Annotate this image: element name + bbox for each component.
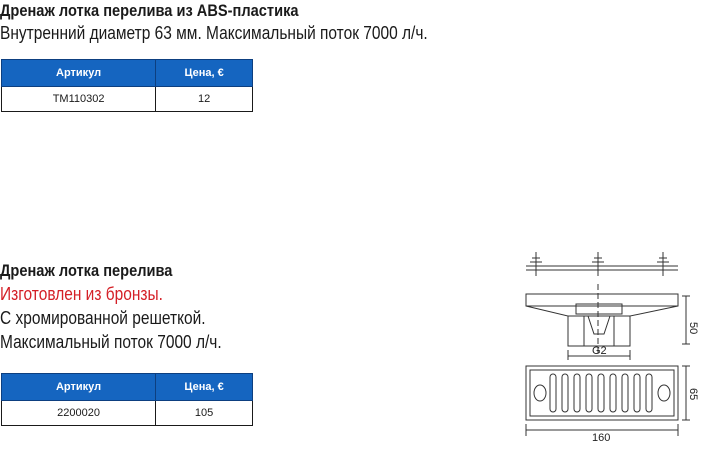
cell-price: 12 [155, 86, 253, 112]
table-row: TM110302 12 [0, 86, 253, 112]
dim-thread-label: G2 [592, 345, 607, 357]
product-1: Дренаж лотка перелива из ABS-пластика Вн… [0, 1, 497, 44]
product-1-title: Дренаж лотка перелива из ABS-пластика [0, 1, 299, 20]
product-2: Дренаж лотка перелива Изготовлен из брон… [0, 261, 258, 353]
header-article: Артикул [0, 373, 157, 401]
product-2-price-table: Артикул Цена, € 2200020 105 [0, 373, 253, 426]
dim-height-label: 50 [687, 322, 699, 334]
product-1-price-table: Артикул Цена, € TM110302 12 [0, 59, 253, 112]
cell-article: TM110302 [0, 86, 157, 112]
product-2-grille: С хромированной решеткой. [0, 308, 206, 328]
product-2-flow: Максимальный поток 7000 л/ч. [0, 332, 222, 352]
drain-side-view [525, 284, 690, 360]
header-price: Цена, € [155, 373, 253, 401]
technical-drawing: 50 G2 65 160 [525, 252, 699, 444]
product-2-material: Изготовлен из бронзы. [0, 284, 163, 304]
grille-top-view [526, 252, 678, 276]
dim-depth-label: 65 [687, 388, 699, 400]
header-price: Цена, € [155, 59, 253, 87]
header-article: Артикул [0, 59, 157, 87]
cell-article: 2200020 [0, 400, 157, 426]
grille-plan-view [525, 365, 690, 436]
product-2-title: Дренаж лотка перелива [0, 261, 173, 280]
table-row: 2200020 105 [0, 400, 253, 426]
table-header-row: Артикул Цена, € [0, 373, 253, 401]
dim-width-label: 160 [592, 432, 610, 444]
table-header-row: Артикул Цена, € [0, 59, 253, 87]
product-1-description: Внутренний диаметр 63 мм. Максимальный п… [0, 23, 428, 43]
cell-price: 105 [155, 400, 253, 426]
